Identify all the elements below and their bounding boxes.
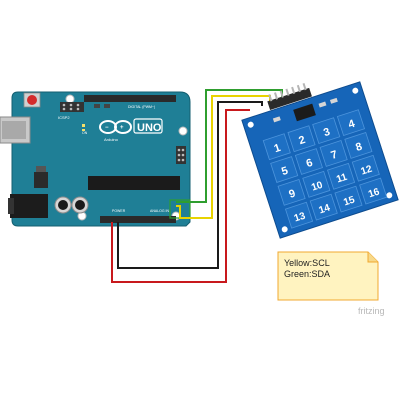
svg-text:3: 3 [322, 126, 332, 139]
keypad-header-pins [267, 83, 312, 110]
icsp2-header [60, 102, 84, 112]
keypad-keys: 1 2 3 4 5 6 7 8 9 10 11 12 13 14 15 16 [262, 109, 388, 229]
svg-text:9: 9 [287, 188, 297, 201]
wire-legend-note: Yellow:SCL Green:SDA [277, 251, 379, 301]
svg-text:−: − [105, 125, 109, 131]
digital-header [84, 95, 176, 102]
smd-component [104, 104, 110, 108]
touch-key-7[interactable]: 7 [319, 140, 348, 167]
touch-key-9[interactable]: 9 [277, 178, 306, 206]
power-header-label: POWER [112, 209, 126, 213]
smd-component [94, 104, 100, 108]
smd-component [318, 101, 327, 108]
svg-text:4: 4 [347, 118, 357, 132]
svg-text:7: 7 [329, 149, 339, 162]
svg-text:15: 15 [342, 194, 356, 208]
note-paper [277, 251, 379, 301]
led [82, 124, 85, 127]
touch-key-16[interactable]: 16 [359, 177, 388, 205]
svg-text:6: 6 [305, 157, 315, 170]
voltage-regulator-tab [36, 166, 46, 172]
arduino-brand-text: Arduino [104, 137, 119, 142]
mounting-hole [386, 192, 393, 199]
on-label: ON [82, 131, 88, 135]
touch-key-12[interactable]: 12 [351, 154, 380, 182]
atmega-chip [88, 176, 180, 190]
uno-logo-text: UNO [137, 122, 162, 134]
uno-logo-box [133, 118, 163, 134]
dc-barrel-jack [10, 194, 48, 218]
mounting-hole [352, 87, 359, 94]
power-header [100, 216, 146, 223]
board-pcb [11, 91, 191, 227]
touch-key-2[interactable]: 2 [287, 125, 316, 153]
analog-header [146, 216, 176, 223]
digital-header-label: DIGITAL (PWM~) [128, 105, 155, 109]
dc-barrel-jack-face [8, 198, 14, 214]
note-line-1: Yellow:SCL [284, 258, 330, 268]
svg-text:1: 1 [273, 142, 283, 155]
wire-red-vcc [111, 109, 250, 283]
touch-key-13[interactable]: 13 [284, 201, 314, 229]
led [82, 129, 85, 131]
note-line-2: Green:SDA [284, 269, 330, 279]
icsp1-header [176, 146, 186, 164]
ttp229-chip [293, 103, 316, 122]
svg-text:16: 16 [367, 186, 381, 200]
touch-key-14[interactable]: 14 [309, 193, 338, 221]
touch-key-4[interactable]: 4 [336, 109, 366, 137]
touch-key-10[interactable]: 10 [302, 170, 331, 198]
touch-key-1[interactable]: 1 [262, 133, 291, 161]
touch-key-8[interactable]: 8 [344, 132, 373, 159]
capacitor [71, 196, 89, 214]
smd-component [329, 97, 338, 104]
touch-keypad: 1 2 3 4 5 6 7 8 9 10 11 12 13 14 15 16 [241, 81, 399, 239]
touch-key-6[interactable]: 6 [294, 148, 323, 175]
arduino-uno-board: ICSP2 DIGITAL (PWM~) − + UNO Arduino ON [0, 91, 191, 227]
icsp2-label: ICSP2 [58, 115, 70, 120]
touch-key-11[interactable]: 11 [327, 162, 356, 190]
mounting-hole [247, 121, 254, 128]
mounting-hole [65, 94, 75, 104]
touch-key-3[interactable]: 3 [312, 117, 341, 145]
svg-text:12: 12 [360, 164, 374, 178]
svg-text:8: 8 [354, 141, 364, 154]
smd-component [272, 116, 281, 123]
fritzing-watermark: fritzing [358, 306, 385, 316]
touch-key-5[interactable]: 5 [270, 156, 299, 183]
usb-connector-inner [2, 121, 26, 139]
analog-header-label: ANALOG IN [150, 209, 170, 213]
voltage-regulator [34, 172, 48, 188]
svg-text:14: 14 [318, 202, 332, 216]
arduino-logo: − + [99, 120, 132, 134]
reset-button [27, 95, 37, 105]
note-fold [367, 252, 378, 263]
touch-key-15[interactable]: 15 [334, 185, 363, 213]
svg-text:13: 13 [293, 210, 307, 224]
svg-text:2: 2 [297, 134, 307, 147]
capacitor [54, 196, 72, 214]
wire-black-gnd [117, 101, 263, 269]
mounting-hole [178, 126, 188, 136]
svg-text:11: 11 [335, 172, 349, 186]
svg-text:+: + [120, 125, 124, 131]
svg-text:5: 5 [280, 165, 290, 178]
svg-text:10: 10 [310, 180, 324, 194]
mounting-hole [281, 226, 288, 233]
